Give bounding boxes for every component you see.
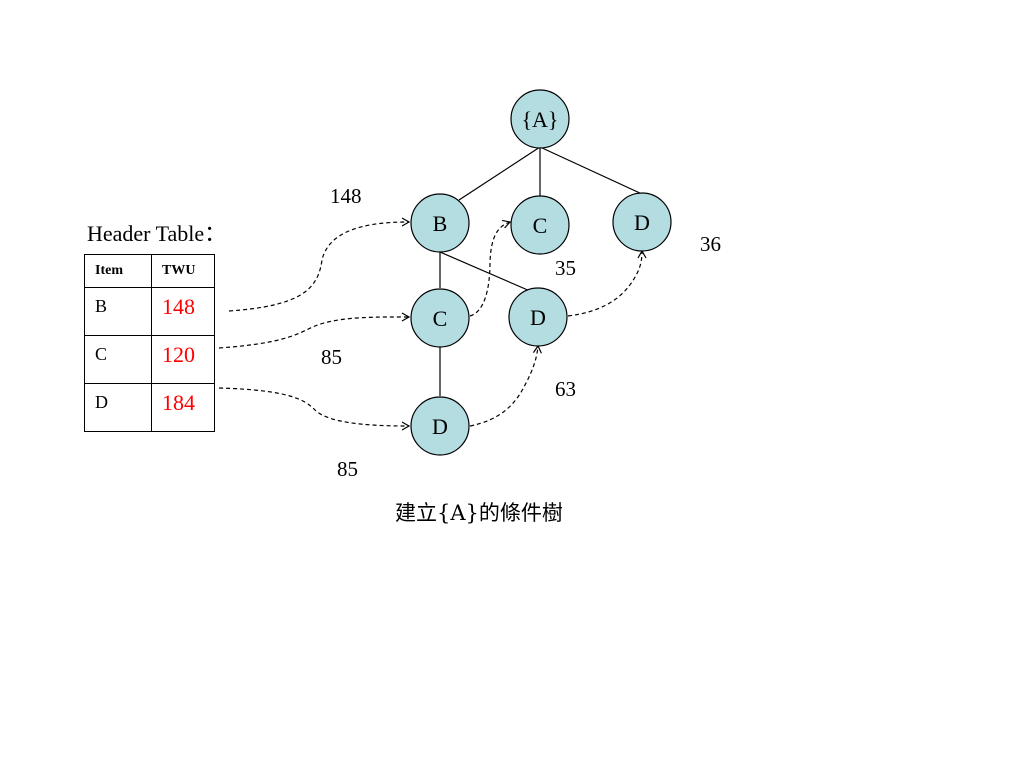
node-d-level3: D [410,396,470,456]
node-b-label: B [433,211,448,236]
link-header-c [218,312,411,349]
row-twu: 184 [151,383,215,432]
row-item: C [84,335,152,384]
row-item: B [84,287,152,336]
header-table-head-row: Item TWU [84,254,215,288]
node-b: B [410,193,470,253]
link-c-c [469,219,512,317]
column-header-twu: TWU [151,254,215,288]
row-item: D [84,383,152,432]
value-d-level1: 36 [700,232,721,256]
table-row: C 120 [84,335,215,384]
node-d-level3-label: D [432,414,448,439]
row-twu: 120 [151,335,215,384]
node-root: {A} [510,89,570,149]
edge-root-d [539,146,643,195]
node-d-level1-label: D [634,210,650,235]
node-d-level2: D [508,287,568,347]
link-d-d-top [567,249,647,317]
row-twu: 148 [151,287,215,336]
link-header-b [228,217,411,312]
diagram-caption: 建立{A}的條件樹 [395,501,563,525]
node-c-level2: C [410,288,470,348]
header-table: Item TWU B 148 C 120 D 184 [84,254,215,432]
value-c-level2: 85 [321,345,342,369]
value-b: 148 [330,184,362,208]
link-d-d-bottom [469,344,542,427]
node-d-level1: D [612,192,672,252]
edge-b-d [439,251,531,292]
value-c-level1: 35 [555,256,576,280]
link-header-d [218,387,411,431]
node-c-level1-label: C [533,213,548,238]
value-d-level3: 85 [337,457,358,481]
value-d-level2: 63 [555,377,576,401]
table-row: D 184 [84,383,215,432]
node-c-level1: C [510,195,570,255]
node-d-level2-label: D [530,305,546,330]
header-table-title: Header Table： [87,221,227,246]
node-c-level2-label: C [433,306,448,331]
table-row: B 148 [84,287,215,336]
edge-root-b [458,146,541,201]
node-root-label: {A} [521,107,558,132]
column-header-item: Item [84,254,152,288]
